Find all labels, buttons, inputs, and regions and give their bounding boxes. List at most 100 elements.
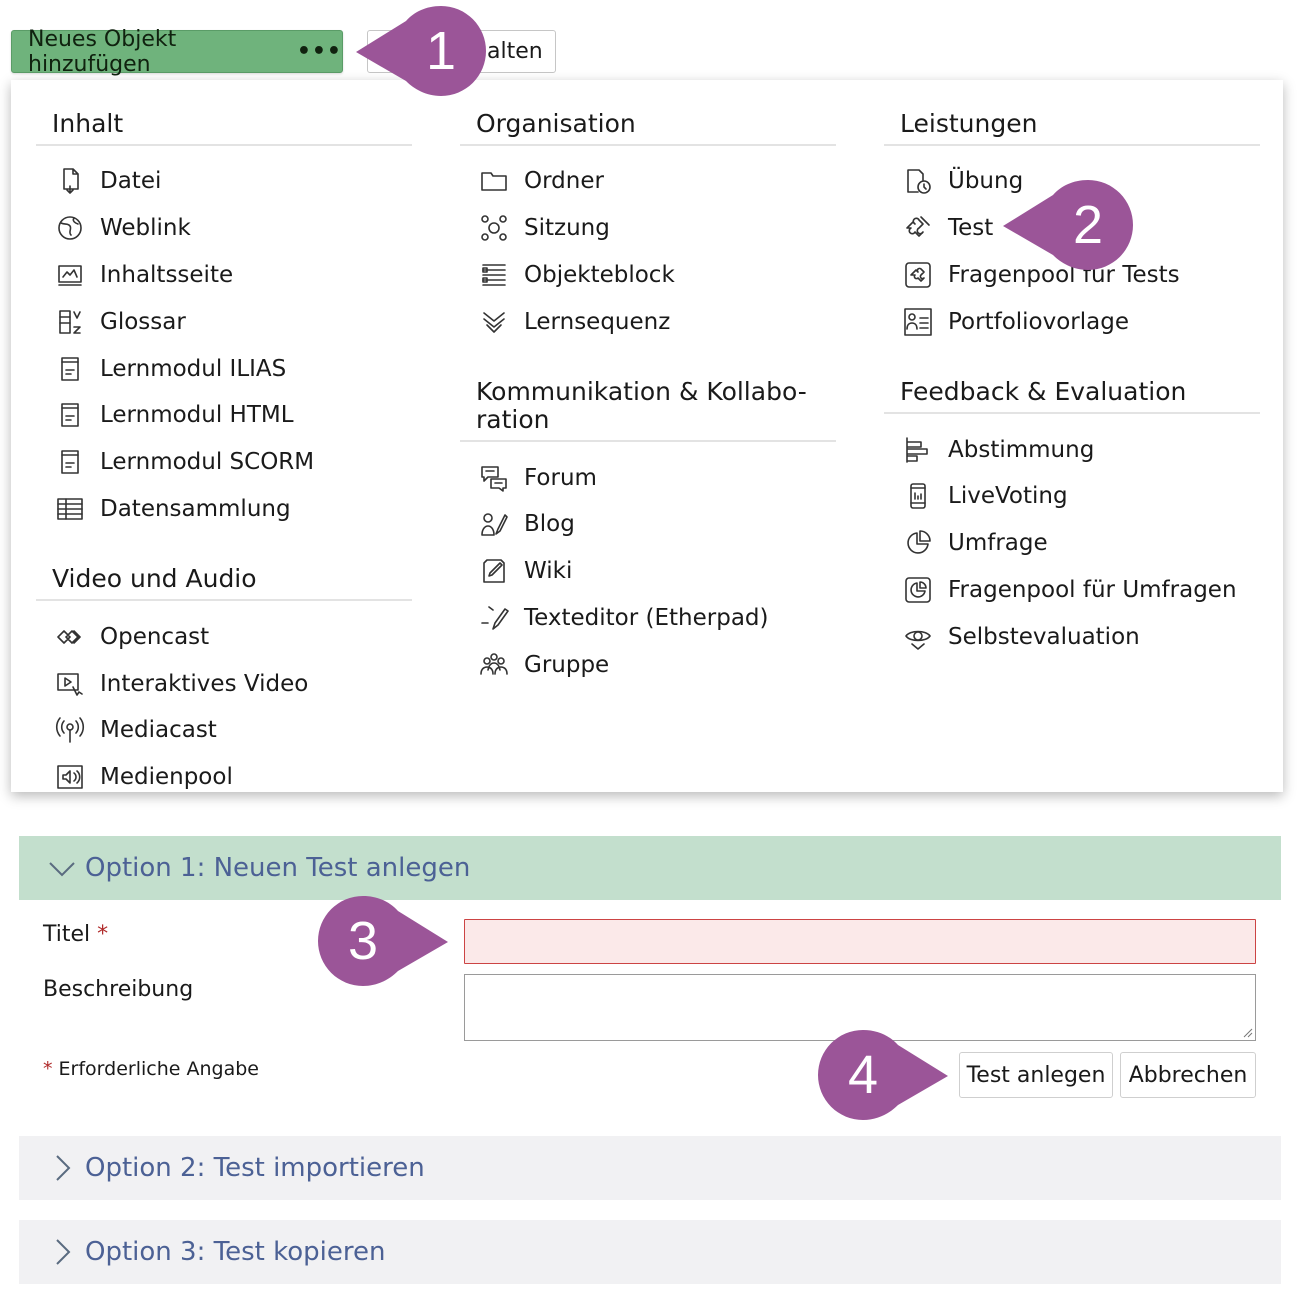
more-dots-icon: ••• xyxy=(296,39,342,64)
menu-item-label: Blog xyxy=(524,511,575,538)
menu-item-mediacast[interactable]: Mediacast xyxy=(36,707,412,754)
menu-item-übung[interactable]: Übung xyxy=(884,158,1260,205)
blog-icon xyxy=(478,508,510,540)
menu-item-label: Objekteblock xyxy=(524,261,675,288)
callout-marker-1: 1 xyxy=(356,6,486,96)
cancel-button[interactable]: Abbrechen xyxy=(1120,1052,1256,1098)
menu-item-lernmodul-html[interactable]: Lernmodul HTML xyxy=(36,392,412,439)
chevron-right-icon xyxy=(47,1237,77,1267)
menu-item-label: Interaktives Video xyxy=(100,670,309,697)
menu-item-label: Forum xyxy=(524,464,597,491)
menu-item-ordner[interactable]: Ordner xyxy=(460,158,836,205)
content-page-icon xyxy=(54,259,86,291)
menu-item-gruppe[interactable]: Gruppe xyxy=(460,641,836,688)
menu-item-blog[interactable]: Blog xyxy=(460,501,836,548)
menu-item-livevoting[interactable]: LiveVoting xyxy=(884,473,1260,520)
globe-link-icon xyxy=(54,212,86,244)
menu-item-label: Übung xyxy=(948,168,1024,195)
menu-item-weblink[interactable]: Weblink xyxy=(36,205,412,252)
menu-item-inhaltsseite[interactable]: Inhaltsseite xyxy=(36,252,412,299)
menu-item-label: LiveVoting xyxy=(948,483,1068,510)
menu-item-opencast[interactable]: Opencast xyxy=(36,613,412,660)
description-label: Beschreibung xyxy=(43,977,194,1002)
menu-item-label: Selbstevaluation xyxy=(948,623,1140,650)
data-collection-icon xyxy=(54,493,86,525)
menu-item-abstimmung[interactable]: Abstimmung xyxy=(884,426,1260,473)
session-icon xyxy=(478,212,510,244)
menu-item-interaktives-video[interactable]: Interaktives Video xyxy=(36,660,412,707)
survey-icon xyxy=(902,527,934,559)
section-new-test-header[interactable]: Option 1: Neuen Test anlegen xyxy=(19,836,1281,900)
menu-item-label: Lernmodul ILIAS xyxy=(100,355,287,382)
menu-item-label: Fragenpool für Umfragen xyxy=(948,576,1237,603)
menu-item-sitzung[interactable]: Sitzung xyxy=(460,205,836,252)
menu-item-lernsequenz[interactable]: Lernsequenz xyxy=(460,298,836,345)
menu-item-label: Abstimmung xyxy=(948,436,1095,463)
menu-item-medienpool[interactable]: Medienpool xyxy=(36,754,412,801)
menu-item-label: Ordner xyxy=(524,168,604,195)
menu-item-label: Weblink xyxy=(100,215,191,242)
menu-item-portfoliovorlage[interactable]: Portfoliovorlage xyxy=(884,298,1260,345)
exercise-icon xyxy=(902,165,934,197)
menu-item-forum[interactable]: Forum xyxy=(460,454,836,501)
callout-number: 2 xyxy=(1072,195,1104,255)
file-icon xyxy=(54,165,86,197)
menu-item-lernmodul-ilias[interactable]: Lernmodul ILIAS xyxy=(36,345,412,392)
folder-icon xyxy=(478,165,510,197)
title-label: Titel * xyxy=(43,922,109,947)
learning-module-icon xyxy=(54,399,86,431)
menu-group-title: Kommunikation & Kollabo-ration xyxy=(460,345,836,443)
menu-item-label: Opencast xyxy=(100,623,210,650)
section-import-test-header[interactable]: Option 2: Test importieren xyxy=(19,1136,1281,1200)
menu-item-objekteblock[interactable]: Objekteblock xyxy=(460,252,836,299)
required-asterisk: * xyxy=(97,922,109,947)
object-block-icon xyxy=(478,259,510,291)
menu-item-selbstevaluation[interactable]: Selbstevaluation xyxy=(884,613,1260,660)
menu-group-title-line: Kommunikation & Kollabo- xyxy=(476,377,807,407)
menu-item-label: Lernmodul SCORM xyxy=(100,449,315,476)
create-test-button[interactable]: Test anlegen xyxy=(959,1052,1113,1098)
menu-item-label: Lernsequenz xyxy=(524,308,671,335)
menu-item-lernmodul-scorm[interactable]: Lernmodul SCORM xyxy=(36,439,412,486)
section-copy-test-header[interactable]: Option 3: Test kopieren xyxy=(19,1220,1281,1284)
menu-item-label: Datei xyxy=(100,168,162,195)
menu-item-fragenpool-für-umfragen[interactable]: Fragenpool für Umfragen xyxy=(884,567,1260,614)
add-new-object-button[interactable]: Neues Objekt hinzufügen ••• xyxy=(11,27,343,77)
menu-item-label: Glossar xyxy=(100,308,186,335)
learning-module-icon xyxy=(54,446,86,478)
menu-item-label: Lernmodul HTML xyxy=(100,402,294,429)
menu-item-label: Texteditor (Etherpad) xyxy=(524,604,769,631)
interactive-video-icon xyxy=(54,668,86,700)
title-input[interactable] xyxy=(464,919,1256,964)
menu-item-fragenpool-für-tests[interactable]: Fragenpool für Tests xyxy=(884,252,1260,299)
menu-item-label: Datensammlung xyxy=(100,495,291,522)
menu-item-label: Inhaltsseite xyxy=(100,261,234,288)
menu-item-label: Mediacast xyxy=(100,717,217,744)
menu-item-test[interactable]: Test xyxy=(884,205,1260,252)
callout-marker-2: 2 xyxy=(1003,180,1133,270)
resize-grip-icon[interactable] xyxy=(1241,1026,1253,1038)
menu-item-texteditor-etherpad[interactable]: Texteditor (Etherpad) xyxy=(460,595,836,642)
callout-number: 3 xyxy=(347,911,379,971)
menu-item-label: Sitzung xyxy=(524,215,610,242)
menu-item-label: Medienpool xyxy=(100,764,233,791)
learning-sequence-icon xyxy=(478,306,510,338)
menu-item-label: Test xyxy=(948,215,994,242)
media-pool-icon xyxy=(54,761,86,793)
menu-group-title: Feedback & Evaluation xyxy=(884,345,1260,415)
poll-icon xyxy=(902,434,934,466)
required-note: * Erforderliche Angabe xyxy=(43,1058,259,1080)
callout-marker-3: 3 xyxy=(318,896,448,986)
menu-item-wiki[interactable]: Wiki xyxy=(460,548,836,595)
menu-item-datei[interactable]: Datei xyxy=(36,158,412,205)
menu-item-glossar[interactable]: Glossar xyxy=(36,298,412,345)
menu-item-umfrage[interactable]: Umfrage xyxy=(884,520,1260,567)
menu-item-datensammlung[interactable]: Datensammlung xyxy=(36,486,412,533)
